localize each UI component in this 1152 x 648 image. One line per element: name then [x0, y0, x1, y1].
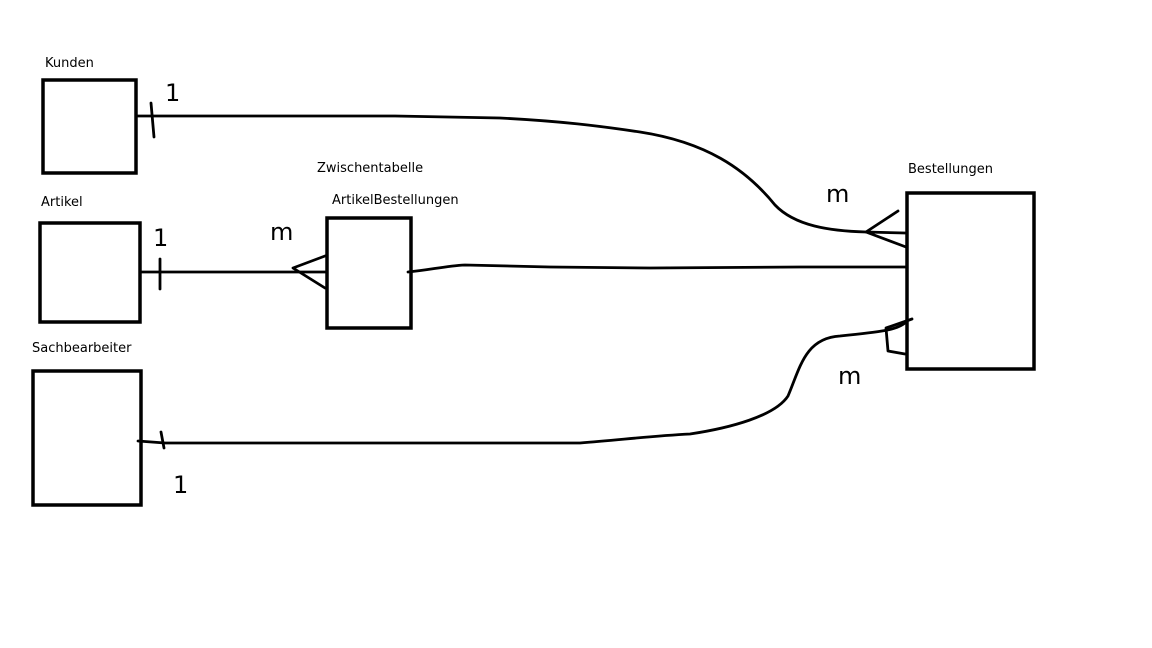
relation-line-kunden-bestellungen	[135, 114, 868, 234]
one-tick-kunden	[149, 101, 156, 139]
entity-label-sachbearbeiter: Sachbearbeiter	[32, 341, 132, 356]
entity-label-bestellungen: Bestellungen	[908, 162, 993, 177]
one-tick-sachbearbeiter	[159, 430, 166, 450]
crowfoot-sachbearbeiter-bestellungen	[884, 317, 914, 356]
crowfoot-kunden-bestellungen	[864, 209, 908, 249]
entity-label-kunden: Kunden	[45, 56, 94, 71]
cardinality-bestellungen-from-sachbearbeiter: m	[838, 362, 861, 390]
relation-line-sachbearbeiter-bestellungen	[136, 320, 908, 445]
entity-label-artikel: Artikel	[41, 195, 83, 210]
entity-box-artikelbestellungen	[325, 216, 413, 330]
crowfoot-artikel-junction	[291, 254, 327, 290]
entity-label-artikelbestellungen: ArtikelBestellungen	[332, 193, 459, 208]
entity-box-kunden	[41, 78, 138, 175]
entity-box-artikel	[38, 221, 142, 324]
entity-box-sachbearbeiter	[31, 369, 143, 507]
cardinality-junction-from-artikel: m	[270, 218, 293, 246]
relation-line-junction-bestellungen	[406, 263, 909, 274]
entity-box-bestellungen	[905, 191, 1036, 371]
cardinality-bestellungen-from-kunden: m	[826, 180, 849, 208]
cardinality-sachbearbeiter-side: 1	[173, 471, 188, 499]
cardinality-artikel-side: 1	[153, 224, 168, 252]
junction-caption-label: Zwischentabelle	[317, 161, 423, 176]
cardinality-kunden-side: 1	[165, 79, 180, 107]
